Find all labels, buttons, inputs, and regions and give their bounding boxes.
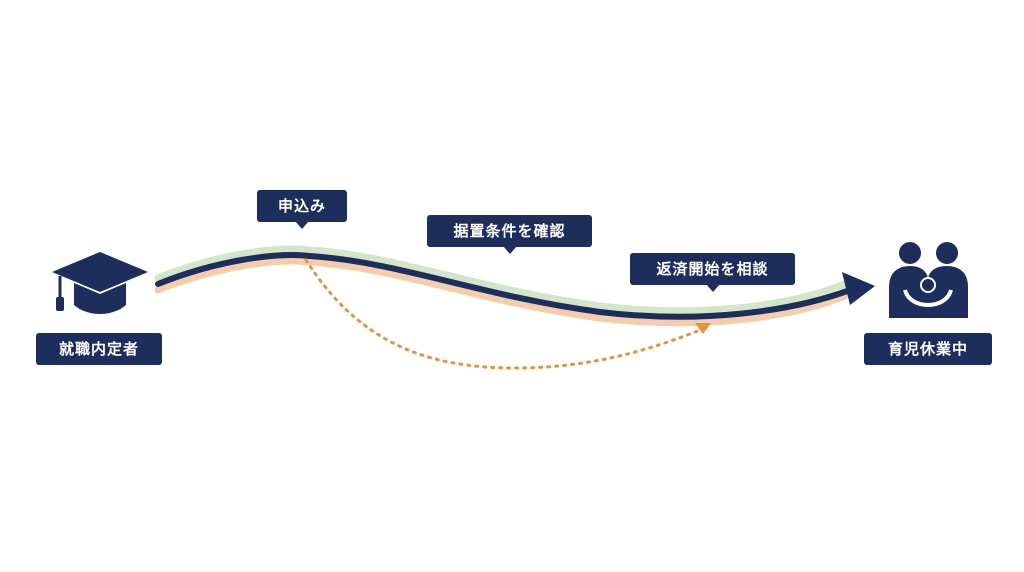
dotted-shortcut-path bbox=[304, 258, 702, 370]
peach-band bbox=[154, 257, 849, 327]
callout-deferment-check: 据置条件を確認 bbox=[427, 215, 592, 254]
green-band bbox=[154, 245, 849, 315]
graduation-cap-icon bbox=[52, 252, 148, 314]
main-path-line bbox=[155, 252, 853, 320]
callout-repayment-consult: 返済開始を相談 bbox=[630, 253, 795, 292]
end-label: 育児休業中 bbox=[864, 333, 992, 365]
callout-apply: 申込み bbox=[257, 190, 347, 229]
parent-child-icon bbox=[889, 242, 968, 318]
arrow-head bbox=[842, 272, 875, 305]
dotted-path-arrowhead bbox=[695, 323, 711, 334]
start-label: 就職内定者 bbox=[36, 333, 162, 365]
